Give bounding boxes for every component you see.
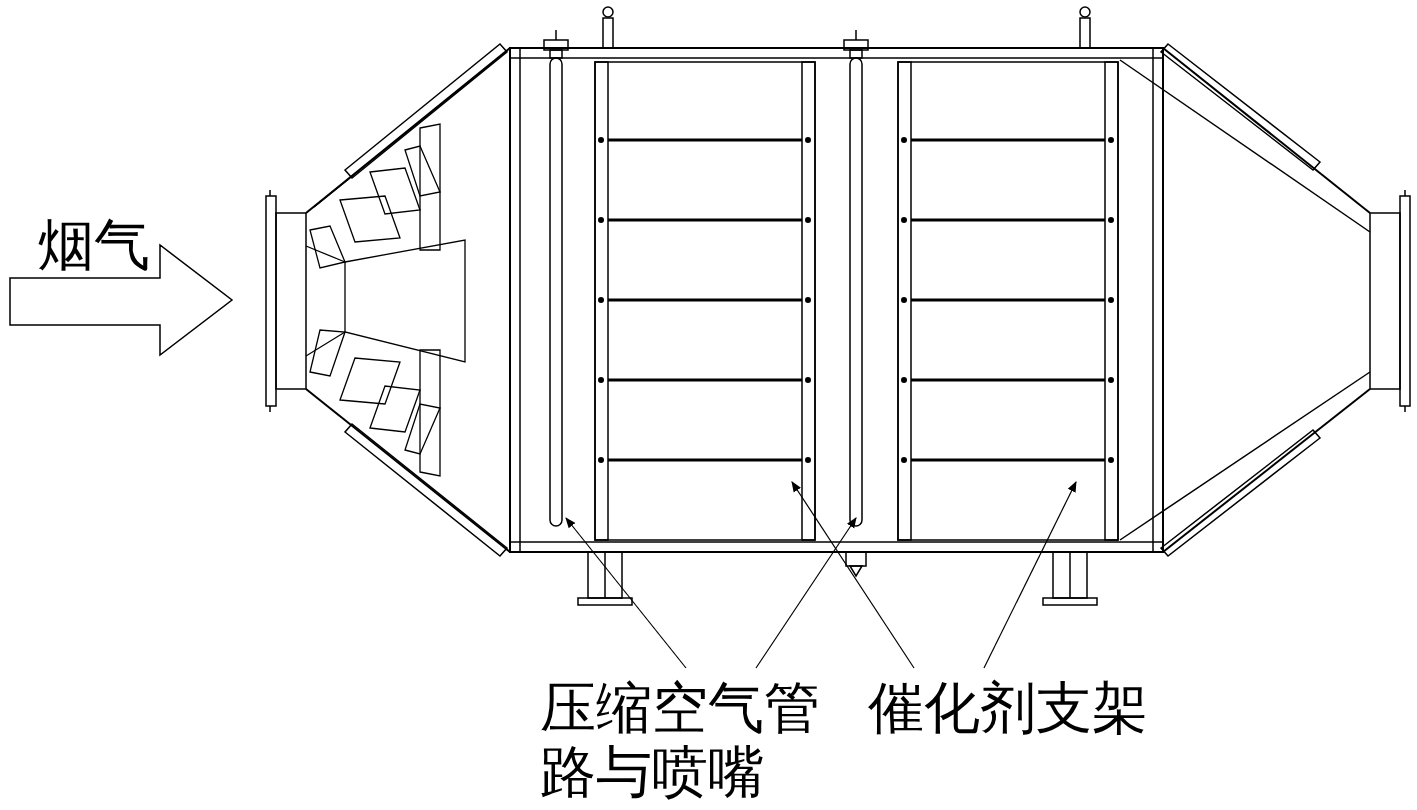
stiffener bbox=[1161, 430, 1320, 556]
part-label: 催化剂支架 bbox=[868, 676, 1188, 740]
bolts bbox=[598, 137, 1114, 463]
air-pipe bbox=[544, 30, 568, 526]
leader-line bbox=[566, 482, 1076, 668]
stiffener bbox=[345, 424, 507, 556]
catalyst-frame bbox=[898, 62, 1118, 540]
air-pipe bbox=[844, 30, 868, 526]
drain bbox=[846, 552, 866, 576]
lifting-lug bbox=[603, 7, 1090, 48]
stiffener bbox=[1161, 44, 1320, 170]
flow-label: 烟气 bbox=[38, 213, 178, 277]
reactor-outline bbox=[10, 7, 1410, 668]
inlet-flange bbox=[266, 196, 276, 406]
outlet-flange bbox=[1400, 196, 1410, 406]
catalyst-frame bbox=[595, 62, 815, 540]
stiffener bbox=[345, 44, 507, 178]
diffuser-vanes bbox=[306, 124, 465, 476]
part-label: 压缩空气管 路与喷嘴 bbox=[540, 676, 840, 804]
